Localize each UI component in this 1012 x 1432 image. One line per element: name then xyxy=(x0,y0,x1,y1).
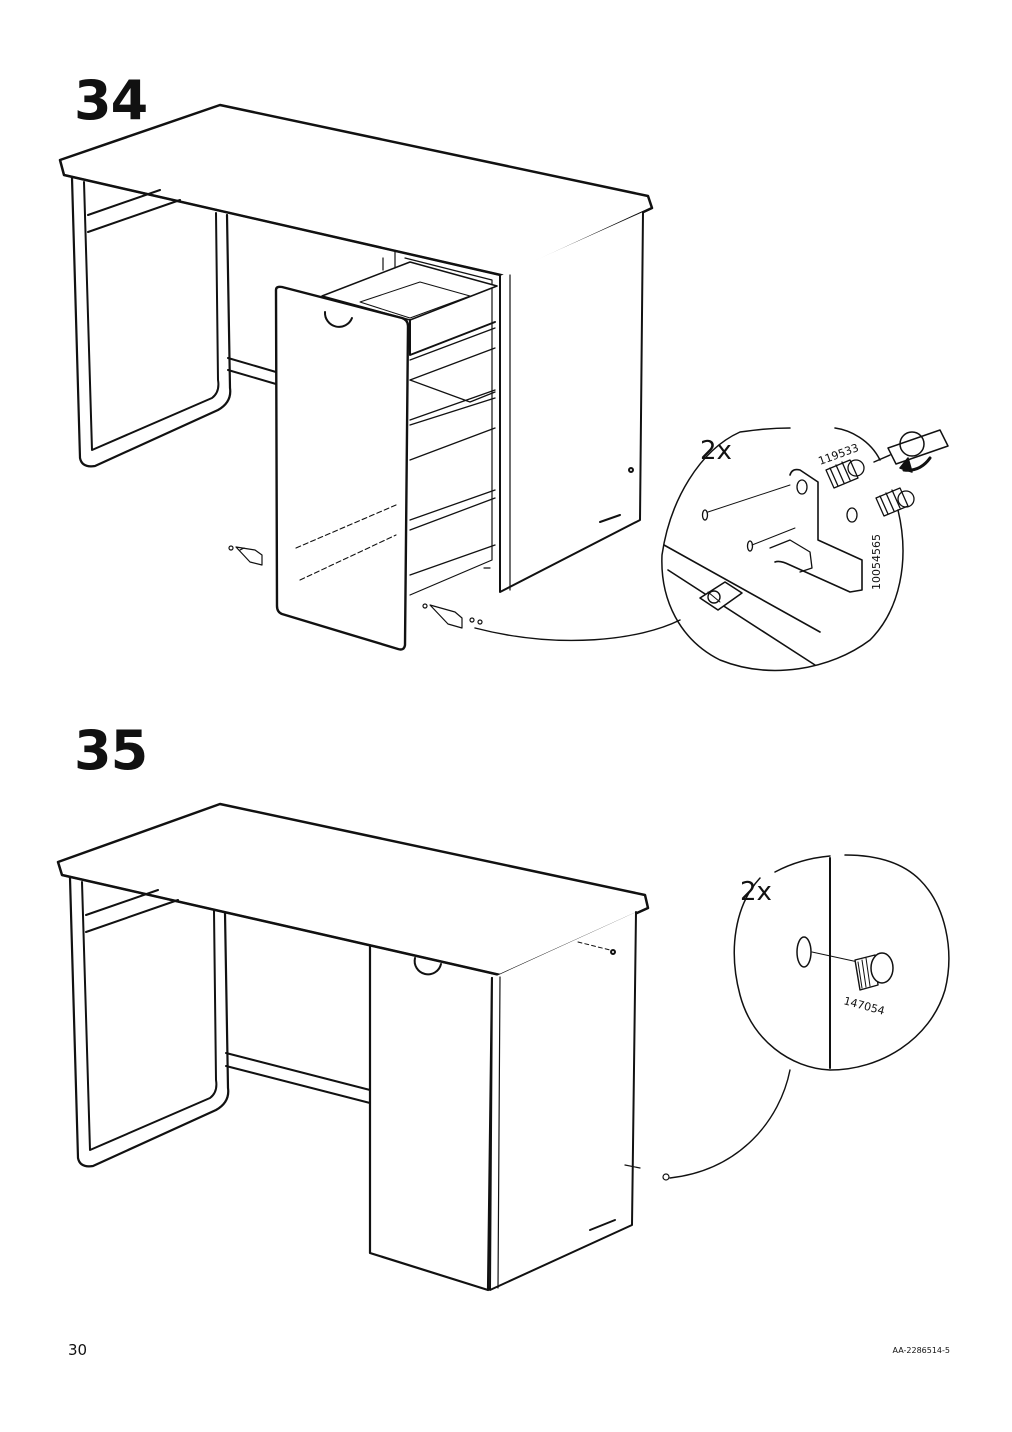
step-34-quantity: 2x xyxy=(700,436,732,466)
step-35-part-id: 147054 xyxy=(842,994,886,1017)
step-35-illustration: 2x 147054 xyxy=(56,802,950,1292)
page-number: 30 xyxy=(68,1341,88,1359)
step-34-part-id-screw: 119533 xyxy=(817,441,861,468)
step-35-number: 35 xyxy=(74,719,148,782)
document-code: AA-2286514-5 xyxy=(892,1346,950,1355)
step-34-part-id-bracket: 10054565 xyxy=(870,534,883,590)
step-34-illustration: 2x 119533 10054565 xyxy=(58,103,949,672)
step-35-quantity: 2x xyxy=(740,877,772,907)
step-34-number: 34 xyxy=(74,69,148,132)
